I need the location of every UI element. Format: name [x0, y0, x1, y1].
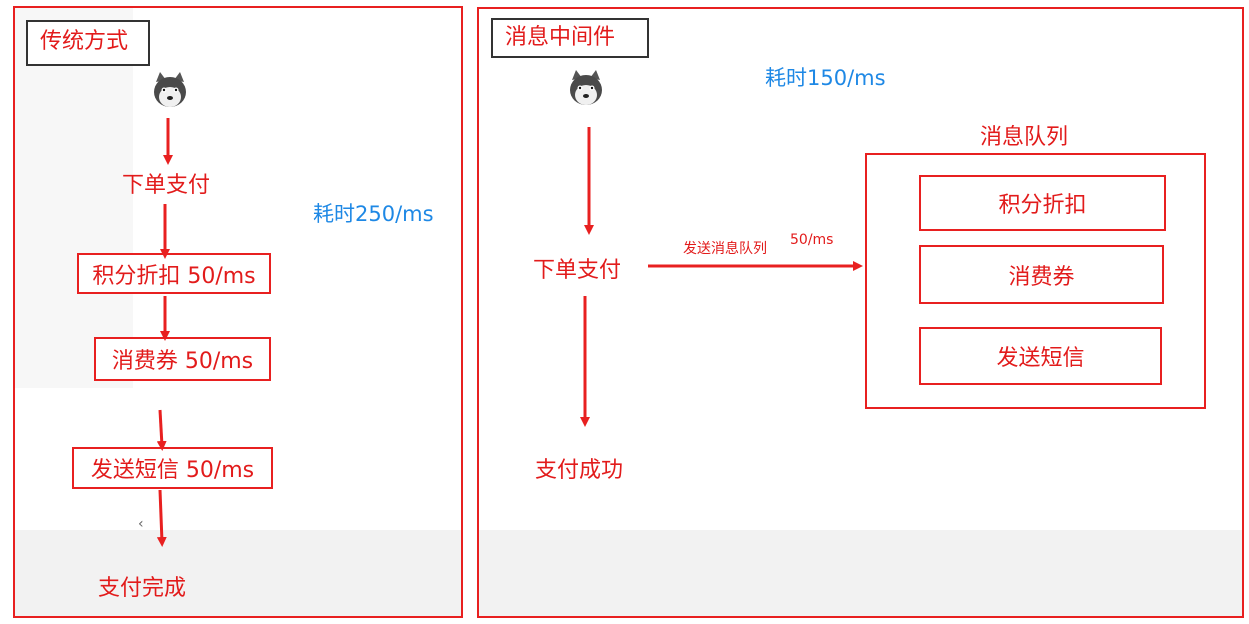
arrow-left-5 — [156, 489, 167, 547]
queue-item-coupon: 消费券 — [919, 245, 1164, 304]
send-queue-label: 发送消息队列 — [683, 241, 767, 257]
left-step-coupon-box: 消费券 50/ms — [94, 337, 271, 381]
middleware-title: 消息中间件 — [491, 18, 649, 58]
left-total-time: 耗时250/ms — [313, 202, 434, 226]
panel-footer-band — [479, 530, 1242, 616]
traditional-title: 传统方式 — [26, 20, 150, 66]
arrow-left-4 — [156, 409, 167, 451]
send-queue-time: 50/ms — [790, 232, 834, 248]
husky-avatar-icon — [154, 72, 186, 107]
queue-item-points: 积分折扣 — [919, 175, 1166, 231]
queue-container — [865, 153, 1206, 409]
husky-avatar-icon — [570, 70, 602, 105]
middleware-panel — [477, 7, 1244, 618]
panel-footer-band — [15, 530, 461, 616]
left-step-sms-box: 发送短信 50/ms — [72, 447, 273, 489]
left-step-order: 下单支付 — [122, 173, 211, 198]
right-step-success: 支付成功 — [535, 458, 624, 483]
left-step-points-box: 积分折扣 50/ms — [77, 253, 271, 294]
queue-item-sms: 发送短信 — [919, 327, 1162, 385]
traditional-panel — [13, 6, 463, 618]
left-step-done: 支付完成 — [98, 576, 187, 601]
panel-background — [15, 8, 133, 388]
right-step-order: 下单支付 — [533, 258, 622, 283]
scroll-glyph: ‹ — [138, 516, 144, 532]
right-total-time: 耗时150/ms — [765, 66, 886, 90]
queue-title: 消息队列 — [980, 125, 1069, 150]
